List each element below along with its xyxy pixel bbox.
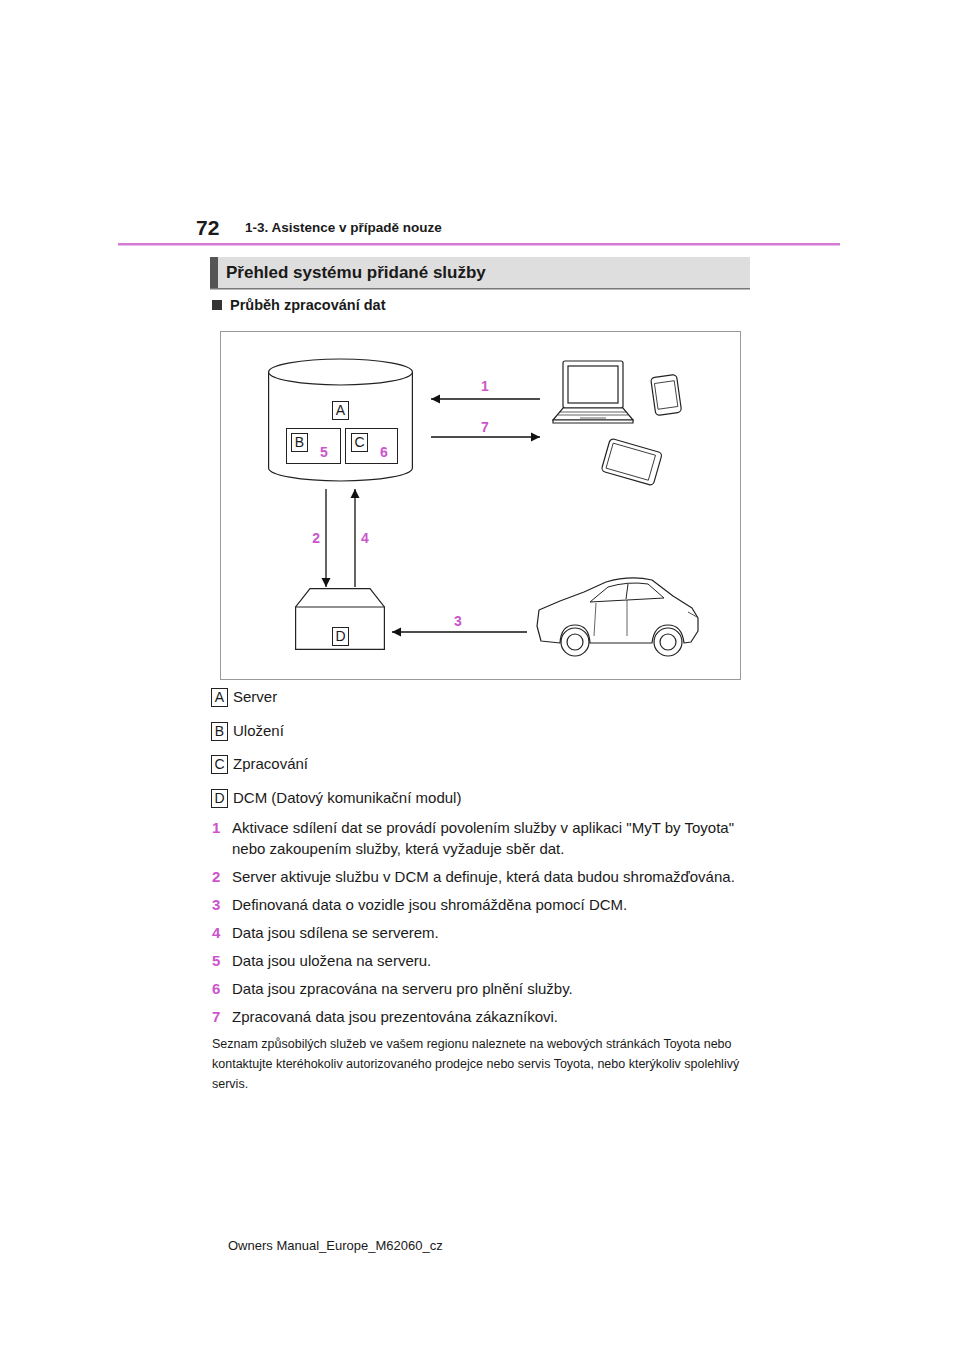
step-text: Data jsou uložena na serveru. bbox=[232, 950, 431, 971]
module-edge bbox=[296, 606, 385, 607]
part-letter: B bbox=[291, 433, 308, 452]
step-text: Definovaná data o vozidle jsou shromáždě… bbox=[232, 894, 627, 915]
part-letter: A bbox=[211, 688, 228, 707]
header-rule bbox=[118, 243, 840, 246]
step-text: Data jsou zpracována na serveru pro plně… bbox=[232, 978, 573, 999]
step-row: 1Aktivace sdílení dat se provádí povolen… bbox=[212, 817, 744, 859]
step-text: Server aktivuje službu v DCM a definuje,… bbox=[232, 866, 735, 887]
step-number: 2 bbox=[212, 866, 232, 887]
processing-box: C6 bbox=[345, 428, 398, 464]
data-flow-arrow bbox=[354, 489, 355, 587]
step-number: 7 bbox=[212, 1006, 232, 1027]
data-flow-arrow bbox=[325, 489, 326, 587]
step-number: 5 bbox=[212, 950, 232, 971]
chapter-header: 1-3. Asistence v případě nouze bbox=[245, 220, 442, 235]
flow-arrow bbox=[431, 398, 540, 399]
cylinder-body bbox=[269, 372, 413, 481]
callout-number: 6 bbox=[380, 444, 388, 460]
footer-text: Owners Manual_Europe_M62060_cz bbox=[228, 1238, 443, 1253]
subheading: Průběh zpracování dat bbox=[230, 297, 386, 313]
car-illustration bbox=[537, 578, 698, 656]
section-stripe bbox=[210, 257, 218, 289]
part-name: DCM (Datový komunikační modul) bbox=[233, 789, 461, 806]
phone-icon bbox=[651, 374, 682, 415]
tablet-icon bbox=[601, 438, 662, 486]
note-text: Seznam způsobilých služeb ve vašem regio… bbox=[212, 1034, 744, 1094]
step-row: 7Zpracovaná data jsou prezentována zákaz… bbox=[212, 1006, 744, 1027]
step-list: 1Aktivace sdílení dat se provádí povolen… bbox=[212, 817, 744, 1094]
section-band bbox=[210, 257, 750, 289]
step-row: 3Definovaná data o vozidle jsou shromážd… bbox=[212, 894, 744, 915]
module-outline bbox=[296, 589, 385, 650]
callout-number: 3 bbox=[454, 613, 462, 629]
part-letter: D bbox=[211, 789, 228, 808]
callout-number: 5 bbox=[320, 444, 328, 460]
bullet-square bbox=[212, 300, 222, 310]
step-number: 1 bbox=[212, 817, 232, 859]
page-number: 72 bbox=[196, 216, 219, 240]
cylinder-top bbox=[269, 359, 413, 385]
section-underline bbox=[210, 288, 750, 290]
step-row: 5Data jsou uložena na serveru. bbox=[212, 950, 744, 971]
step-text: Data jsou sdílena se serverem. bbox=[232, 922, 439, 943]
diagram-frame bbox=[221, 332, 741, 680]
step-number: 4 bbox=[212, 922, 232, 943]
part-letter: A bbox=[332, 401, 349, 420]
storage-box: B5 bbox=[286, 428, 341, 464]
callout-number: 1 bbox=[481, 378, 489, 394]
step-row: 2Server aktivuje službu v DCM a definuje… bbox=[212, 866, 744, 887]
part-letter: D bbox=[332, 627, 349, 646]
laptop-icon bbox=[553, 361, 633, 423]
callout-number: 7 bbox=[481, 419, 489, 435]
callout-number: 4 bbox=[361, 530, 369, 546]
step-number: 3 bbox=[212, 894, 232, 915]
flow-arrow bbox=[431, 436, 540, 437]
part-name: Uložení bbox=[233, 722, 284, 739]
flow-arrow bbox=[392, 631, 527, 632]
step-row: 6Data jsou zpracována na serveru pro pln… bbox=[212, 978, 744, 999]
part-name: Zpracování bbox=[233, 755, 308, 772]
step-row: 4Data jsou sdílena se serverem. bbox=[212, 922, 744, 943]
section-title: Přehled systému přidané služby bbox=[226, 263, 486, 283]
part-letter: C bbox=[351, 433, 368, 452]
part-letter: B bbox=[211, 722, 228, 741]
step-text: Aktivace sdílení dat se provádí povolení… bbox=[232, 817, 744, 859]
callout-number: 2 bbox=[312, 530, 320, 546]
step-number: 6 bbox=[212, 978, 232, 999]
part-name: Server bbox=[233, 688, 277, 705]
dcm-module: D bbox=[295, 588, 385, 650]
part-letter: C bbox=[211, 755, 228, 774]
server-cylinder: AB5C6 bbox=[268, 358, 413, 482]
step-text: Zpracovaná data jsou prezentována zákazn… bbox=[232, 1006, 558, 1027]
